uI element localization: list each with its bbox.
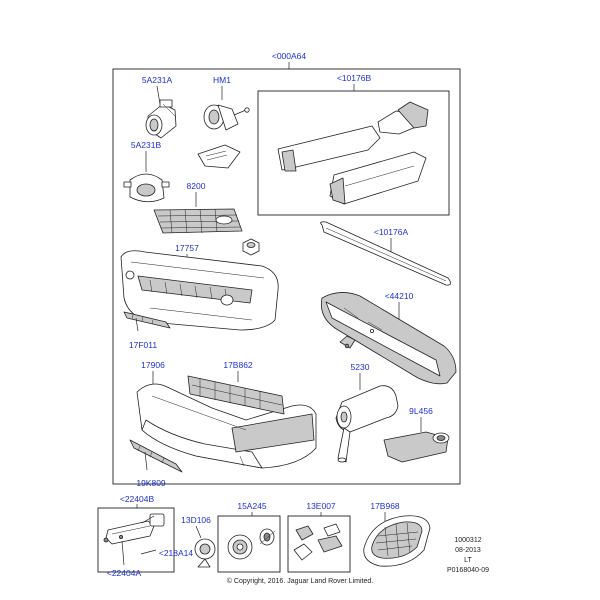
info-line-2: 08-2013 xyxy=(455,547,481,554)
label-13e007: 13E007 xyxy=(306,501,336,511)
part-22404-tow-cover xyxy=(103,513,165,545)
assembly-frame xyxy=(112,68,461,485)
label-44210: <44210 xyxy=(385,291,414,301)
part-17f011-strip xyxy=(123,311,171,329)
label-5a231b: 5A231B xyxy=(131,140,162,150)
label-218a14: <218A14 xyxy=(159,548,194,558)
label-17b862: 17B862 xyxy=(223,360,253,370)
label-17906: 17906 xyxy=(141,360,165,370)
label-17757: 17757 xyxy=(175,243,199,253)
subframe-15a245 xyxy=(217,515,281,573)
part-9l456-tailpipe xyxy=(383,431,450,463)
label-22404a: <22404A xyxy=(107,568,142,578)
part-grille-bracket xyxy=(197,144,241,169)
part-44210-panel xyxy=(320,292,457,385)
label-13d106: 13D106 xyxy=(181,515,211,525)
part-15a245-sensor xyxy=(227,528,276,560)
part-13d106-lamp xyxy=(194,538,216,568)
part-5a231a-clamp xyxy=(145,99,177,139)
subframe-10176b xyxy=(257,90,450,216)
info-line-3: LT xyxy=(464,557,472,564)
part-17b968-vent-grille xyxy=(363,515,431,567)
info-block: 1000312 08-2013 LT P0168040-09 xyxy=(447,537,489,574)
info-line-4: P0168040-09 xyxy=(447,567,489,574)
label-22404b: <22404B xyxy=(120,494,155,504)
subframe-22404 xyxy=(97,507,175,573)
part-10176a-strip xyxy=(320,221,451,286)
assembly-label: <000A64 xyxy=(272,51,307,61)
part-5230-muffler xyxy=(335,385,399,463)
label-5230: 5230 xyxy=(351,362,370,372)
info-line-1: 1000312 xyxy=(454,537,481,544)
subframe-13e007 xyxy=(287,515,351,573)
label-15a245: 15A245 xyxy=(237,501,267,511)
part-10176b-spoilers xyxy=(277,101,429,205)
part-19k809-strip xyxy=(129,439,183,473)
label-17f011: 17F011 xyxy=(129,340,157,350)
part-hm1-mount xyxy=(203,104,250,131)
label-17b968: 17B968 xyxy=(370,501,400,511)
label-10176b: <10176B xyxy=(337,73,372,83)
part-8200-grille xyxy=(153,208,243,234)
part-13e007-lamp-bezels xyxy=(293,523,343,561)
label-19k809: 19K809 xyxy=(136,478,166,488)
label-9l456: 9L456 xyxy=(409,406,433,416)
part-5a231b-clamp xyxy=(123,173,170,203)
label-8200: 8200 xyxy=(187,181,206,191)
part-17b862-reinforcement xyxy=(187,375,285,415)
copyright-text: © Copyright, 2016. Jaguar Land Rover Lim… xyxy=(227,577,373,585)
part-17906-rear-bumper xyxy=(136,383,317,469)
label-10176a: <10176A xyxy=(374,227,409,237)
part-nut xyxy=(242,238,260,256)
label-hm1: HM1 xyxy=(213,75,231,85)
label-5a231a: 5A231A xyxy=(142,75,173,85)
